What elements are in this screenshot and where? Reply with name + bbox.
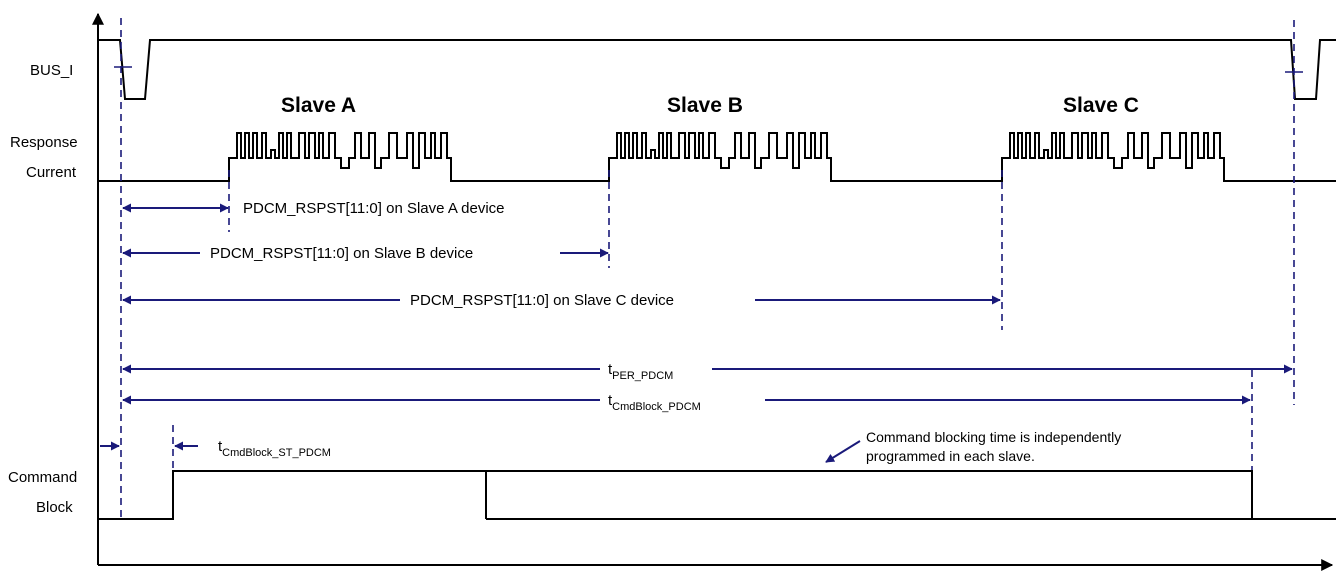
rspst-c-label: PDCM_RSPST[11:0] on Slave C device xyxy=(410,292,674,309)
bus-i-label: BUS_I xyxy=(30,62,73,79)
note-line-1: Command blocking time is independently xyxy=(866,429,1121,445)
t-cmdblock-label: tCmdBlock_PDCM xyxy=(608,392,701,413)
note-line-2: programmed in each slave. xyxy=(866,448,1035,464)
command-block-waveform xyxy=(98,470,1336,520)
t-cmdblock-sub: CmdBlock_PDCM xyxy=(612,401,701,413)
note-pointer-arrow xyxy=(825,440,861,463)
t-cmdblock-st-label: tCmdBlock_ST_PDCM xyxy=(218,438,331,459)
block-label: Block xyxy=(36,499,73,516)
rspst-a-label: PDCM_RSPST[11:0] on Slave A device xyxy=(243,200,505,217)
slave-c-title: Slave C xyxy=(1063,94,1139,117)
response-label: Response xyxy=(10,134,78,151)
rspst-b-label: PDCM_RSPST[11:0] on Slave B device xyxy=(210,245,473,262)
t-per-main: t xyxy=(608,361,613,378)
t-per-sub: PER_PDCM xyxy=(612,370,673,382)
bus-i-waveform xyxy=(98,39,1336,100)
t-cmdblock-st-main: t xyxy=(218,438,223,455)
slave-b-title: Slave B xyxy=(667,94,743,117)
t-cmdblock-st-sub: CmdBlock_ST_PDCM xyxy=(222,447,331,459)
response-current-waveform xyxy=(98,132,1336,182)
t-cmdblock-main: t xyxy=(608,392,613,409)
command-label: Command xyxy=(8,469,77,486)
t-per-label: tPER_PDCM xyxy=(608,361,673,382)
current-label: Current xyxy=(26,164,77,181)
slave-a-title: Slave A xyxy=(281,94,356,117)
